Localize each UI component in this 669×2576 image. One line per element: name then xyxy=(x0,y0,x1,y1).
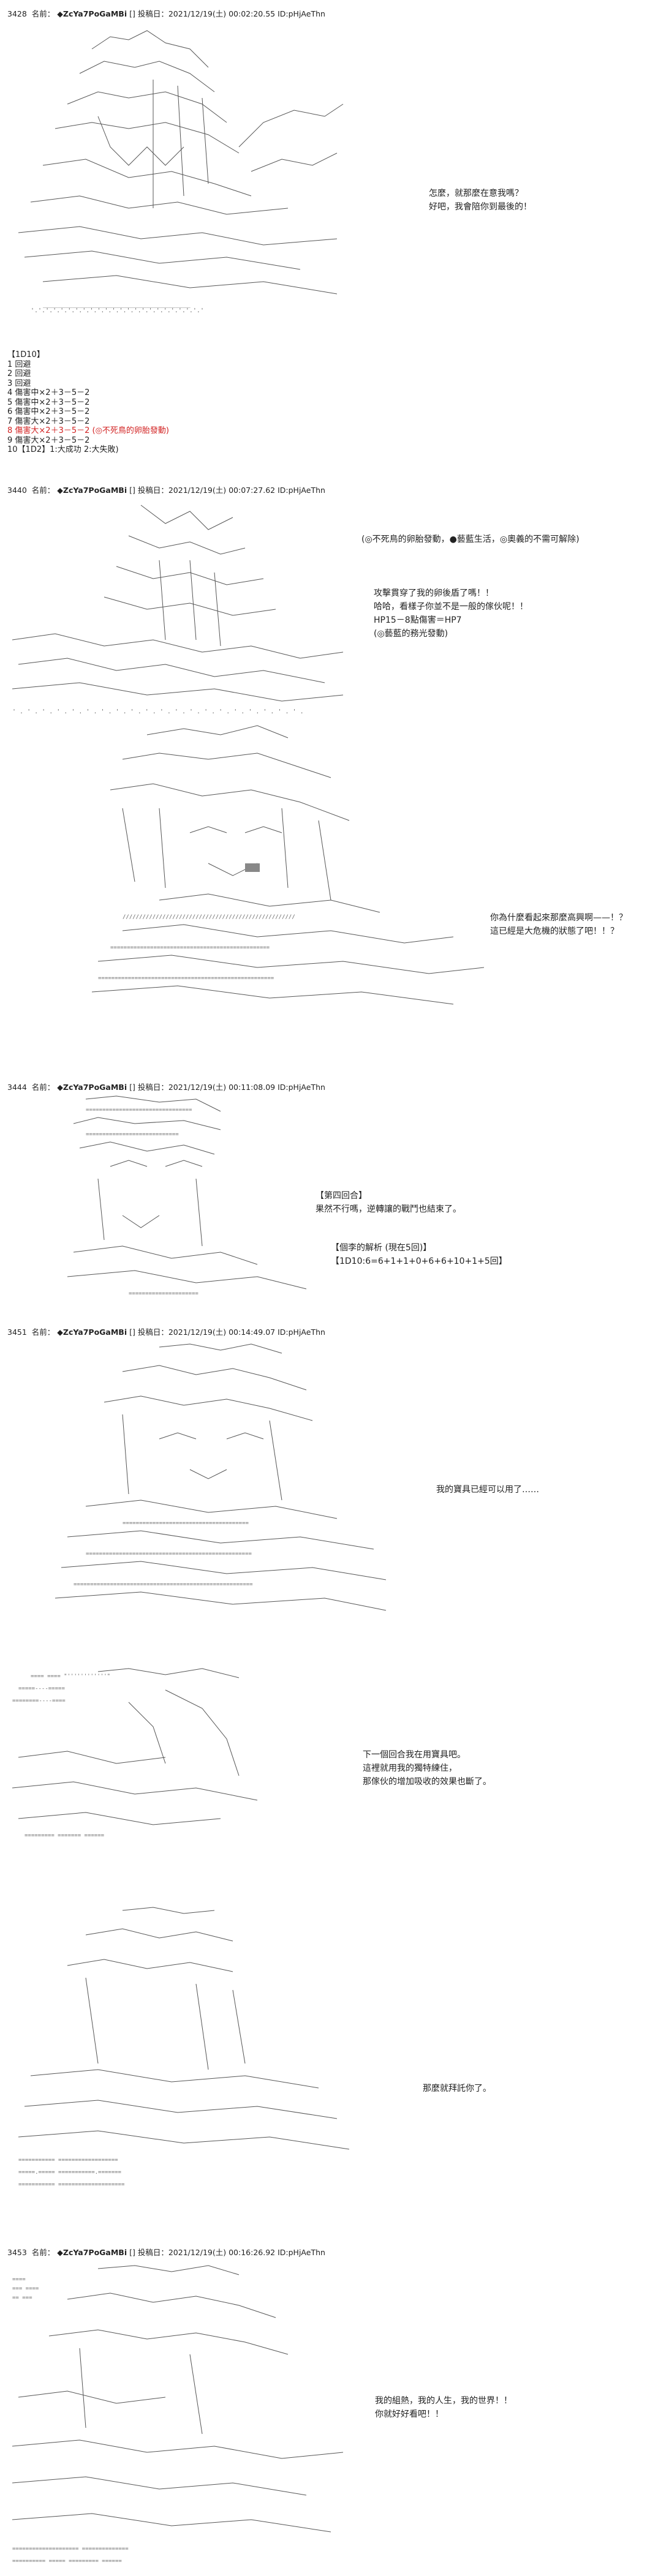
poster-trip: ◆ZcYa7PoGaMBi xyxy=(57,2248,127,2257)
svg-text:=========== ================: =========== ================== xyxy=(18,2157,118,2163)
svg-text:========= ======= ======: ========= ======= ====== xyxy=(25,1833,105,1839)
svg-text:==============================: ========================================… xyxy=(98,975,274,982)
roll-item: 2 回避 xyxy=(7,369,31,378)
roll-item: 9 傷害大×2＋3－5－2 xyxy=(7,435,90,445)
dialog-line: 你為什麼看起來那麼高興啊——！？ xyxy=(490,913,627,923)
dialog-text: 下一個回合我在用寶具吧。 這裡就用我的獨特練住， 那傢伙的增加吸收的效果也斷了。 xyxy=(363,1748,491,1789)
svg-text:==================== ========: ==================== ============== xyxy=(12,2546,129,2552)
svg-text:=== ====: === ==== xyxy=(12,2286,39,2292)
ascii-art-character: ==== === ==== == === ===================… xyxy=(6,2262,349,2569)
ascii-art-character: ' . ' . ' . ' . ' . ' . ' . ' . ' . ' . … xyxy=(6,499,349,719)
dialog-text: 我的組熱，我的人生，我的世界！！ 你就好好看吧！！ xyxy=(375,2394,512,2421)
dialog-text: 【個李的解析 (現在5回)】 【1D10:6=6+1+1+0+6+6+10+1+… xyxy=(331,1241,507,1268)
dialog-line: 我的寶具已經可以用了…… xyxy=(436,1485,539,1495)
post-meta: [] 投稿日：2021/12/19(土) 00:11:08.09 ID:pHjA… xyxy=(129,1083,325,1092)
svg-text:==============================: ========================================… xyxy=(86,1551,252,1557)
svg-text:============================: ============================ xyxy=(86,1132,179,1138)
svg-text:====: ==== xyxy=(12,2277,26,2283)
post-number[interactable]: 3453 xyxy=(7,2248,27,2257)
dialog-line: 這已經是大危機的狀態了吧！！？ xyxy=(490,926,619,936)
roll-item: 1 回避 xyxy=(7,359,31,369)
svg-text:=====================: ===================== xyxy=(129,1291,198,1297)
dialog-line: 那傢伙的增加吸收的效果也斷了。 xyxy=(363,1777,491,1787)
roll-item: 3 回避 xyxy=(7,378,31,388)
post-number[interactable]: 3451 xyxy=(7,1327,27,1337)
ascii-art-character: =========== ================== =====.===… xyxy=(12,1904,355,2192)
dialog-line: 【個李的解析 (現在5回)】 xyxy=(331,1243,432,1253)
dialog-line: 攻擊貫穿了我的卵後盾了嗎！！ xyxy=(374,588,494,598)
dialog-text: 攻擊貫穿了我的卵後盾了嗎！！ 哈哈，看樣子你並不是一般的傢伙呢！！ HP15－8… xyxy=(374,587,528,640)
dice-roll-list: 【1D10】 1 回避 2 回避 3 回避 4 傷害中×2＋3－5－2 5 傷害… xyxy=(7,350,169,455)
dialog-line: 你就好好看吧！！ xyxy=(375,2409,444,2419)
ascii-art-character: ==== ==== "''''''''''''" =====----===== … xyxy=(6,1665,349,1849)
name-label: 名前： xyxy=(31,486,55,495)
post-header: 3444 名前： ◆ZcYa7PoGaMBi [] 投稿日：2021/12/19… xyxy=(7,1081,325,1092)
name-label: 名前： xyxy=(31,2248,55,2257)
post-header: 3428 名前： ◆ZcYa7PoGaMBi [] 投稿日：2021/12/19… xyxy=(7,7,325,19)
svg-text:==============================: ========================================… xyxy=(110,945,270,951)
svg-text:==== ==== "''''''''''''": ==== ==== "''''''''''''" xyxy=(31,1673,110,1680)
ascii-art-character: ________________________________________… xyxy=(6,24,349,318)
name-label: 名前： xyxy=(31,1083,55,1092)
poster-trip: ◆ZcYa7PoGaMBi xyxy=(57,9,127,18)
ascii-art-character: ================================ =======… xyxy=(61,1093,319,1301)
roll-header: 【1D10】 xyxy=(7,350,45,359)
post-number[interactable]: 3440 xyxy=(7,486,27,495)
name-label: 名前： xyxy=(31,9,55,18)
roll-item: 10【1D2】1:大成功 2:大失敗) xyxy=(7,445,119,454)
poster-trip: ◆ZcYa7PoGaMBi xyxy=(57,1083,127,1092)
dialog-line: 【1D10:6=6+1+1+0+6+6+10+1+5回】 xyxy=(331,1256,507,1266)
dialog-line: 哈哈，看樣子你並不是一般的傢伙呢！！ xyxy=(374,602,528,612)
post-meta: [] 投稿日：2021/12/19(土) 00:07:27.62 ID:pHjA… xyxy=(129,486,325,495)
svg-text://////////////////////////////: ////////////////////////////////////////… xyxy=(123,914,295,920)
post-number[interactable]: 3444 xyxy=(7,1083,27,1092)
post-header: 3451 名前： ◆ZcYa7PoGaMBi [] 投稿日：2021/12/19… xyxy=(7,1326,325,1337)
dialog-line: 那麼就拜託你了。 xyxy=(423,2084,491,2093)
roll-item-highlighted: 8 傷害大×2＋3－5－2 (◎不死鳥的卵胎發動) xyxy=(7,426,169,435)
svg-text:========== ===== =========: ========== ===== ========= ====== xyxy=(12,2558,122,2564)
svg-text:=====.===== ===========.====: =====.===== ===========.======= xyxy=(18,2169,122,2176)
post-header: 3440 名前： ◆ZcYa7PoGaMBi [] 投稿日：2021/12/19… xyxy=(7,484,325,495)
svg-text:==============================: ====================================== xyxy=(123,1520,249,1526)
post-meta: [] 投稿日：2021/12/19(土) 00:14:49.07 ID:pHjA… xyxy=(129,1327,325,1337)
dialog-line: 我的組熱，我的人生，我的世界！！ xyxy=(375,2396,512,2406)
dialog-text: 怎麼，就那麼在意我嗎？ 好吧，我會陪你到最後的！ xyxy=(429,187,532,214)
dialog-line: 果然不行嗎，逆轉讓的戰鬥也結束了。 xyxy=(316,1204,461,1214)
dialog-line: HP15－8點傷害＝HP7 xyxy=(374,615,462,625)
poster-trip: ◆ZcYa7PoGaMBi xyxy=(57,1327,127,1337)
svg-text:========----====: ========----==== xyxy=(12,1698,66,1704)
dialog-line: 【第四回合】 xyxy=(316,1191,367,1201)
roll-item: 6 傷害中×2＋3－5－2 xyxy=(7,407,90,416)
dialog-line: 怎麼，就那麼在意我嗎？ xyxy=(429,189,523,198)
dialog-line: 好吧，我會陪你到最後的！ xyxy=(429,202,532,212)
svg-text:== ===: == === xyxy=(12,2295,32,2301)
svg-text:' . ' . ' . ' . ' . ' . ' . ': ' . ' . ' . ' . ' . ' . ' . ' . ' . ' . … xyxy=(12,708,304,715)
svg-text:______________________________: ________________________________________ xyxy=(43,301,191,308)
poster-trip: ◆ZcYa7PoGaMBi xyxy=(57,486,127,495)
dialog-text: 那麼就拜託你了。 xyxy=(423,2082,491,2095)
svg-text:==============================: ================================ xyxy=(86,1107,192,1113)
roll-item: 7 傷害大×2＋3－5－2 xyxy=(7,416,90,426)
svg-text:=====----=====: =====----===== xyxy=(18,1686,65,1692)
ascii-art-character: ////////////////////////////////////////… xyxy=(86,723,490,1016)
dialog-line: 這裡就用我的獨特練住， xyxy=(363,1763,457,1773)
post-meta: [] 投稿日：2021/12/19(土) 00:02:20.55 ID:pHjA… xyxy=(129,9,325,18)
roll-item: 4 傷害中×2＋3－5－2 xyxy=(7,388,90,397)
svg-text:=========== ================: =========== ==================== xyxy=(18,2182,125,2188)
dialog-line: (◎不死鳥的卵胎發動，●藝藍生活，◎奧義的不需可解除) xyxy=(361,535,580,544)
ascii-art-character: ====================================== =… xyxy=(49,1341,392,1617)
dialog-line: 下一個回合我在用寶具吧。 xyxy=(363,1750,466,1760)
dialog-text: 我的寶具已經可以用了…… xyxy=(436,1483,539,1496)
post-meta: [] 投稿日：2021/12/19(土) 00:16:26.92 ID:pHjA… xyxy=(129,2248,325,2257)
post-header: 3453 名前： ◆ZcYa7PoGaMBi [] 投稿日：2021/12/19… xyxy=(7,2246,325,2258)
svg-text:==============================: ========================================… xyxy=(74,1582,253,1588)
dialog-line: (◎藝藍的務光發動) xyxy=(374,629,448,639)
post-number[interactable]: 3428 xyxy=(7,9,27,18)
dialog-text: 你為什麼看起來那麼高興啊——！？ 這已經是大危機的狀態了吧！！？ xyxy=(490,911,627,938)
svg-text:'.'.'.'.'.'.'.'.'.'.'.'.'.'.'.: '.'.'.'.'.'.'.'.'.'.'.'.'.'.'.'.'.'.'.'.… xyxy=(31,307,204,314)
name-label: 名前： xyxy=(31,1327,55,1337)
roll-item: 5 傷害中×2＋3－5－2 xyxy=(7,397,90,407)
dialog-text: (◎不死鳥的卵胎發動，●藝藍生活，◎奧義的不需可解除) xyxy=(361,533,580,546)
dialog-text: 【第四回合】 果然不行嗎，逆轉讓的戰鬥也結束了。 xyxy=(316,1189,461,1216)
